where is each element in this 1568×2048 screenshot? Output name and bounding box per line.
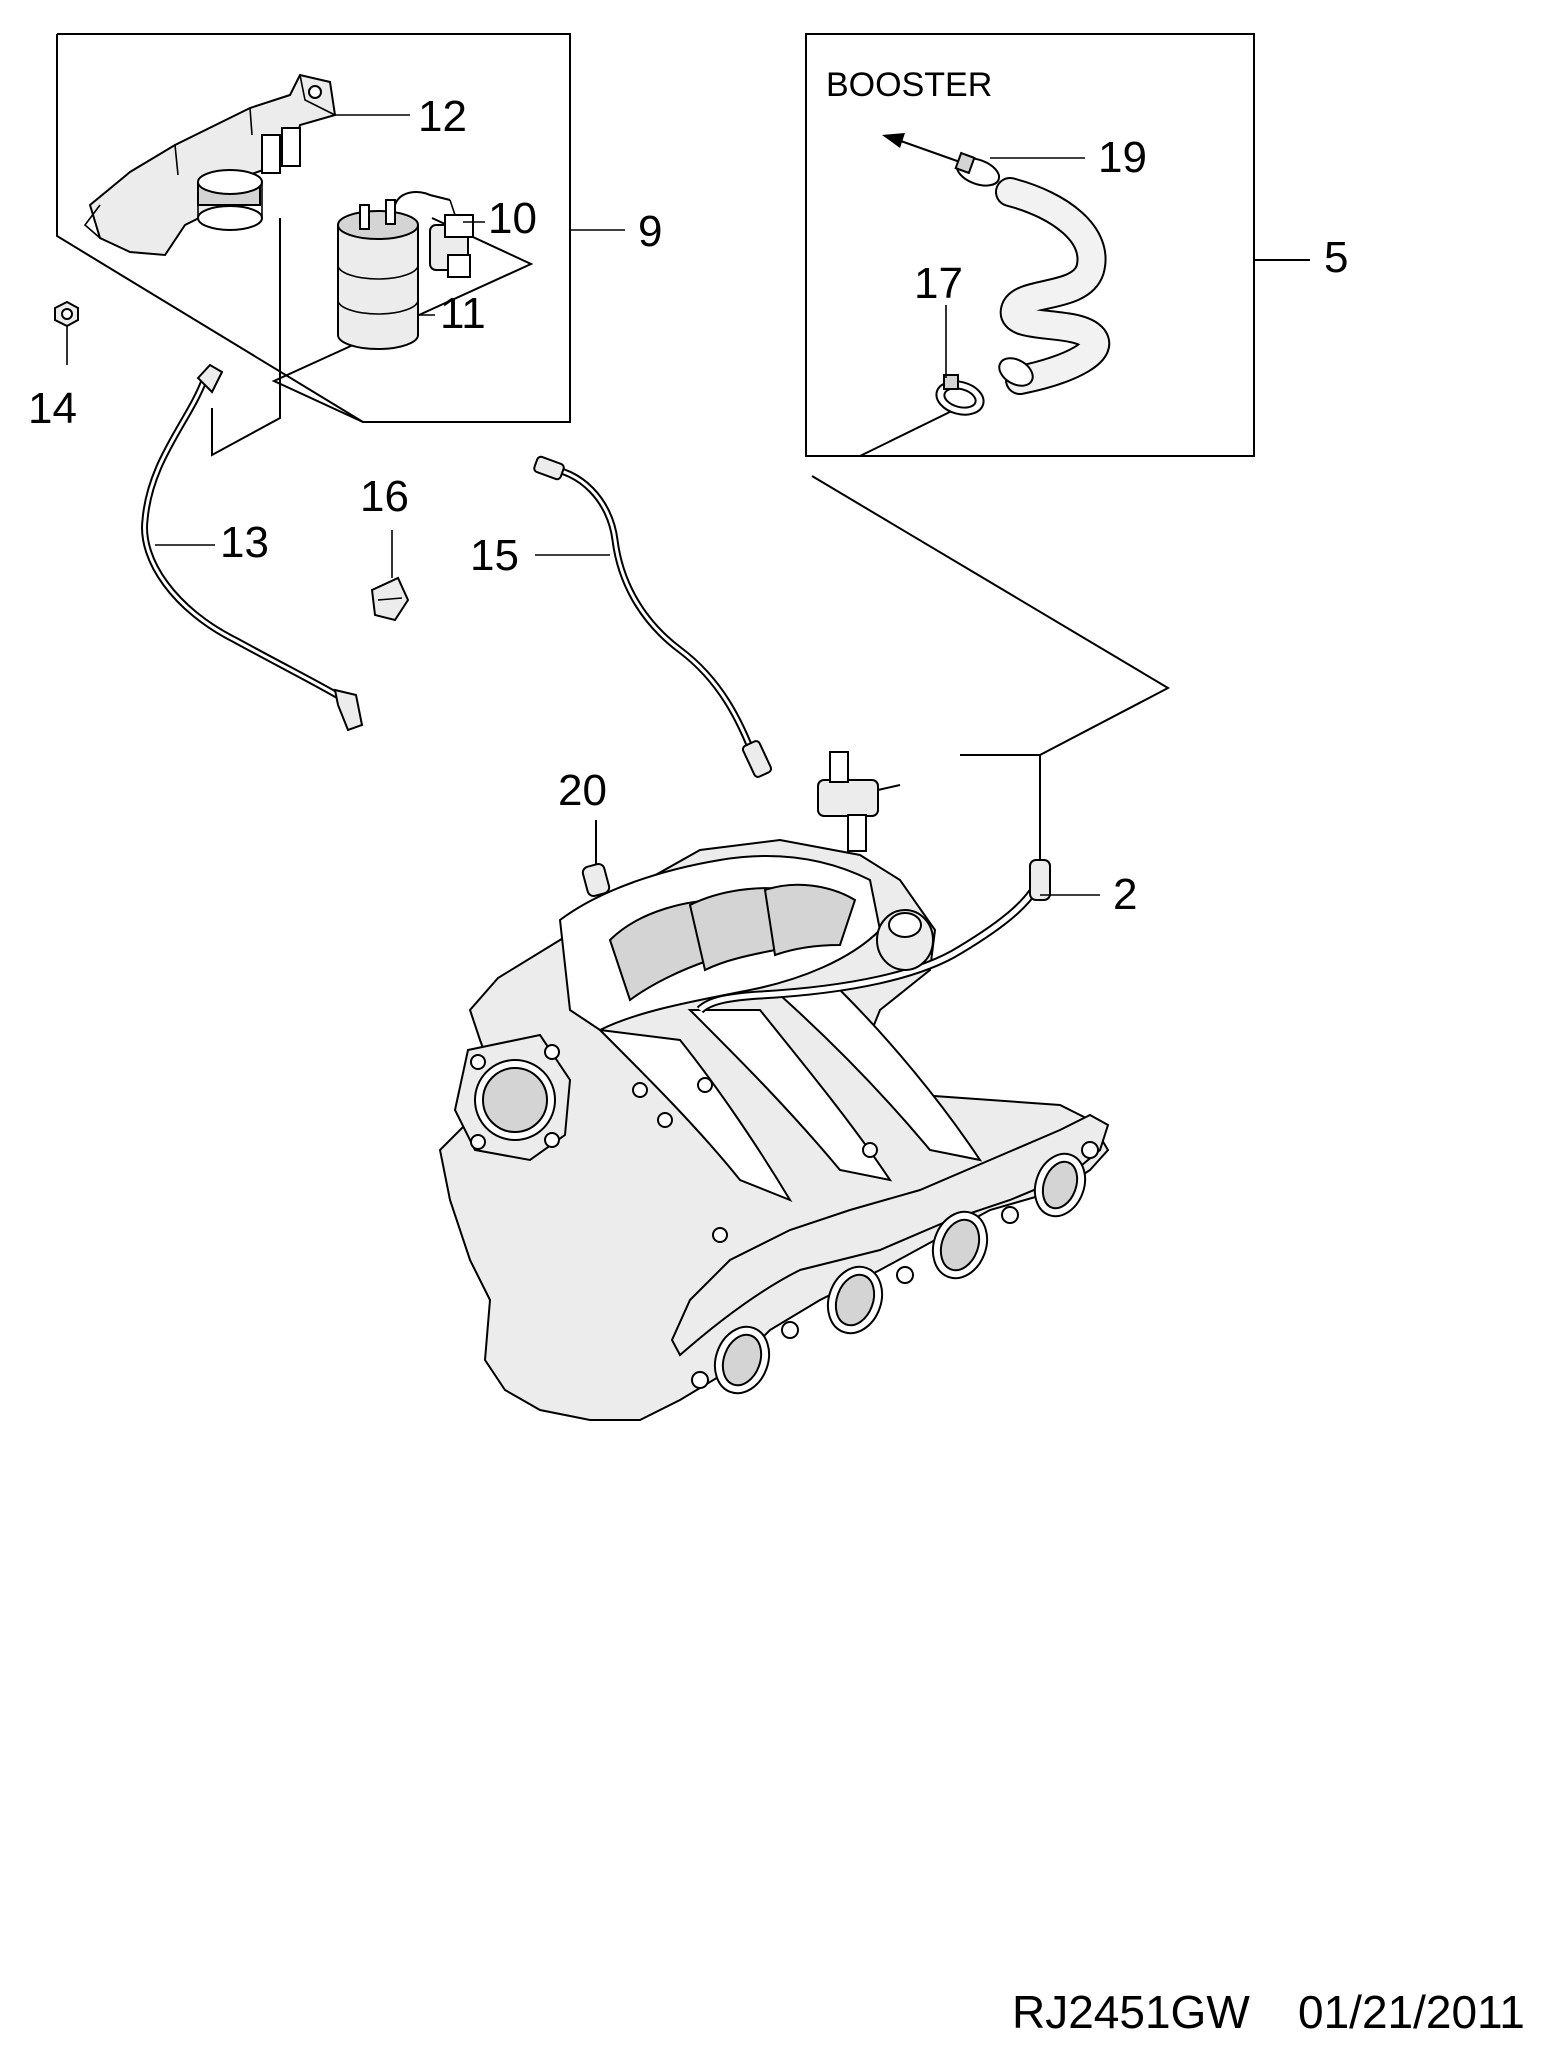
canister-bracket [83, 73, 337, 257]
map-sensor [817, 751, 901, 852]
plug [581, 820, 611, 897]
callout-10: 10 [488, 194, 537, 243]
callout-15: 15 [470, 531, 519, 580]
nut [54, 300, 79, 328]
purge-hose [533, 455, 773, 778]
callout-17: 17 [914, 259, 963, 308]
hose-clamp-upper [954, 151, 1001, 187]
callout-12: 12 [418, 92, 467, 141]
hose-clip [370, 576, 410, 622]
vacuum-pipe [141, 363, 364, 732]
callout-2: 2 [1113, 870, 1137, 919]
callout-16: 16 [360, 472, 409, 521]
callout-14: 14 [28, 384, 77, 433]
callout-9: 9 [638, 207, 662, 256]
callout-19: 19 [1098, 133, 1147, 182]
callout-5: 5 [1324, 233, 1348, 282]
canister-detail-box [56, 33, 571, 457]
booster-hose [995, 177, 1110, 395]
callout-11: 11 [440, 289, 486, 338]
booster-direction-arrow [882, 133, 961, 163]
booster-detail-box [805, 33, 1310, 885]
hose-clamp-lower [935, 374, 985, 416]
diagram-code: RJ2451GW [1012, 1986, 1250, 2038]
leader-lines [66, 114, 1100, 896]
callout-20: 20 [558, 766, 607, 815]
charcoal-canister [337, 191, 451, 350]
callout-13: 13 [220, 518, 269, 567]
diagram-date: 01/21/2011 [1298, 1986, 1525, 2038]
intake-manifold [438, 838, 1110, 1421]
booster-label: BOOSTER [826, 66, 992, 104]
purge-valve [429, 199, 474, 278]
